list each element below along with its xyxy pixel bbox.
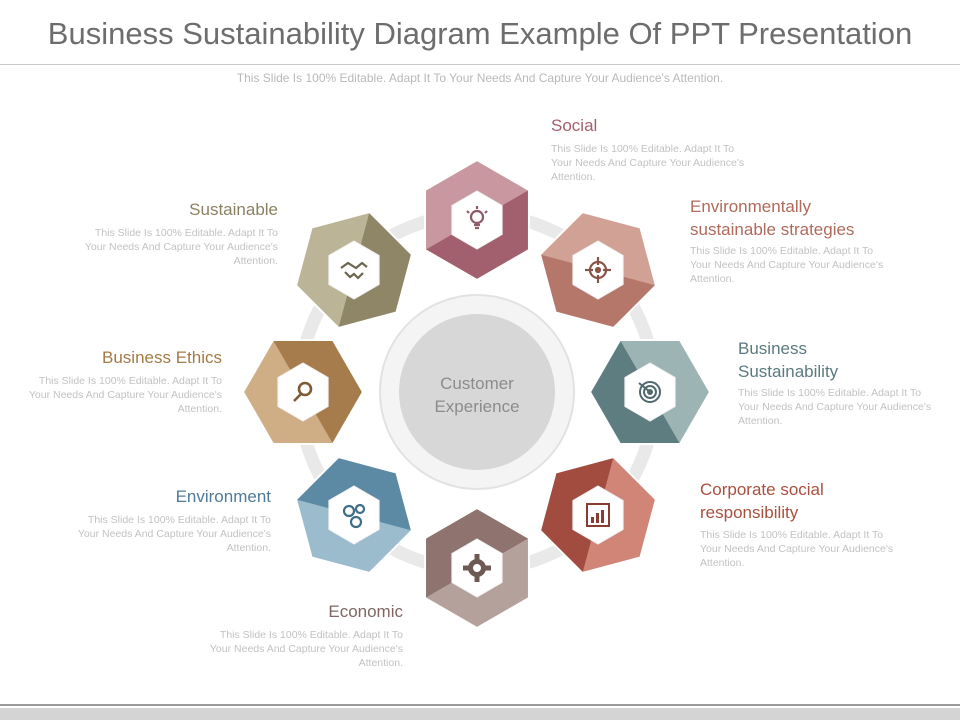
hex-environmentally-sustainable-strategies-outline <box>539 211 657 329</box>
desc-corporate-social-responsibility: This Slide Is 100% Editable. Adapt It To… <box>700 529 894 569</box>
center-label-line2: Experience <box>434 397 519 416</box>
icon-plate-environment-shape <box>328 485 380 545</box>
hex-environment-outline <box>295 456 413 574</box>
hex-sustainable-outline <box>295 211 413 329</box>
hex-business-sustainability-outline <box>589 339 711 445</box>
desc-business-sustainability: This Slide Is 100% Editable. Adapt It To… <box>738 387 932 427</box>
page-subtitle: This Slide Is 100% Editable. Adapt It To… <box>236 71 724 85</box>
center-label-line1: Customer <box>440 374 514 393</box>
label-corporate-social-responsibility: Corporate social responsibility <box>700 480 824 522</box>
icon-plate-business-ethics <box>277 362 329 422</box>
icon-plate-social <box>451 190 503 250</box>
label-sustainable: Sustainable <box>189 200 278 219</box>
hex-economic-outline <box>424 507 530 629</box>
gear-icon <box>463 554 491 582</box>
handshake-icon <box>340 261 368 280</box>
desc-sustainable: This Slide Is 100% Editable. Adapt It To… <box>84 227 278 267</box>
label-environment: Environment <box>175 487 271 506</box>
icon-plate-business-ethics-shape <box>277 362 329 422</box>
target-icon <box>638 381 661 403</box>
lightbulb-icon <box>466 206 488 230</box>
hex-business-ethics-outline <box>242 339 364 445</box>
bar-chart-icon <box>586 503 610 527</box>
hex-corporate-social-responsibility-outline <box>539 456 657 574</box>
label-social: Social <box>551 116 598 135</box>
center-disc-inner <box>399 314 555 470</box>
desc-environment: This Slide Is 100% Editable. Adapt It To… <box>77 514 271 554</box>
crosshair-icon <box>585 257 611 283</box>
footer-line <box>0 704 960 706</box>
title-divider <box>0 64 960 65</box>
label-business-ethics: Business Ethics <box>102 348 222 367</box>
page-title: Business Sustainability Diagram Example … <box>47 16 913 51</box>
desc-social: This Slide Is 100% Editable. Adapt It To… <box>551 143 745 183</box>
icon-plate-sustainable-shape <box>328 240 380 300</box>
label-business-sustainability: Business Sustainability <box>738 339 839 381</box>
magnifier-icon <box>293 381 313 402</box>
desc-economic: This Slide Is 100% Editable. Adapt It To… <box>209 629 403 669</box>
label-environmentally-sustainable-strategies: Environmentally sustainable strategies <box>690 197 855 239</box>
footer-bar <box>0 708 960 720</box>
desc-environmentally-sustainable-strategies: This Slide Is 100% Editable. Adapt It To… <box>690 245 884 285</box>
icon-plate-social-shape <box>451 190 503 250</box>
desc-business-ethics: This Slide Is 100% Editable. Adapt It To… <box>28 375 222 415</box>
gears-icon <box>342 503 366 529</box>
hex-social-outline <box>424 159 530 281</box>
icon-plate-environment <box>328 485 380 545</box>
icon-plate-sustainable <box>328 240 380 300</box>
label-economic: Economic <box>328 602 403 621</box>
